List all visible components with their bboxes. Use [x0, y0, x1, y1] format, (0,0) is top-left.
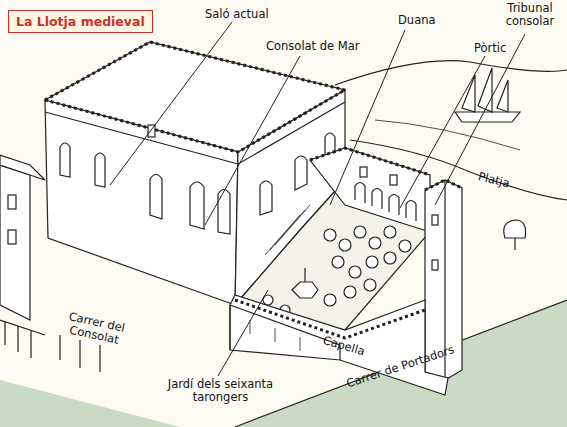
- building-label: Duana: [398, 14, 436, 27]
- building-label: Consolat de Mar: [266, 40, 360, 53]
- tree: [504, 220, 526, 250]
- customs-house: [310, 148, 430, 232]
- orange-trees: [263, 226, 411, 315]
- building-label: Tribunal consolar: [497, 2, 563, 28]
- garden-label: Jardí dels seixanta tarongers: [158, 378, 283, 404]
- stair: [265, 205, 310, 255]
- building-label: Pòrtic: [474, 42, 506, 55]
- sailing-ship: [455, 68, 520, 122]
- window: [360, 167, 367, 177]
- arched-window: [60, 143, 230, 234]
- fountain: [292, 282, 318, 298]
- wave-line: [375, 120, 520, 150]
- hall-label: Saló actual: [205, 8, 269, 21]
- sea-line: [335, 61, 567, 85]
- place-label: Platja: [477, 170, 511, 190]
- window: [390, 175, 397, 185]
- leader-line: [110, 22, 525, 376]
- fountain-jet: [304, 268, 305, 282]
- street-ground: [0, 380, 180, 427]
- crenellation: [45, 90, 345, 152]
- street-label: Carrer del Consolat: [55, 308, 137, 350]
- portico-arch: [355, 183, 416, 222]
- title-box: La Llotja medieval: [8, 10, 153, 33]
